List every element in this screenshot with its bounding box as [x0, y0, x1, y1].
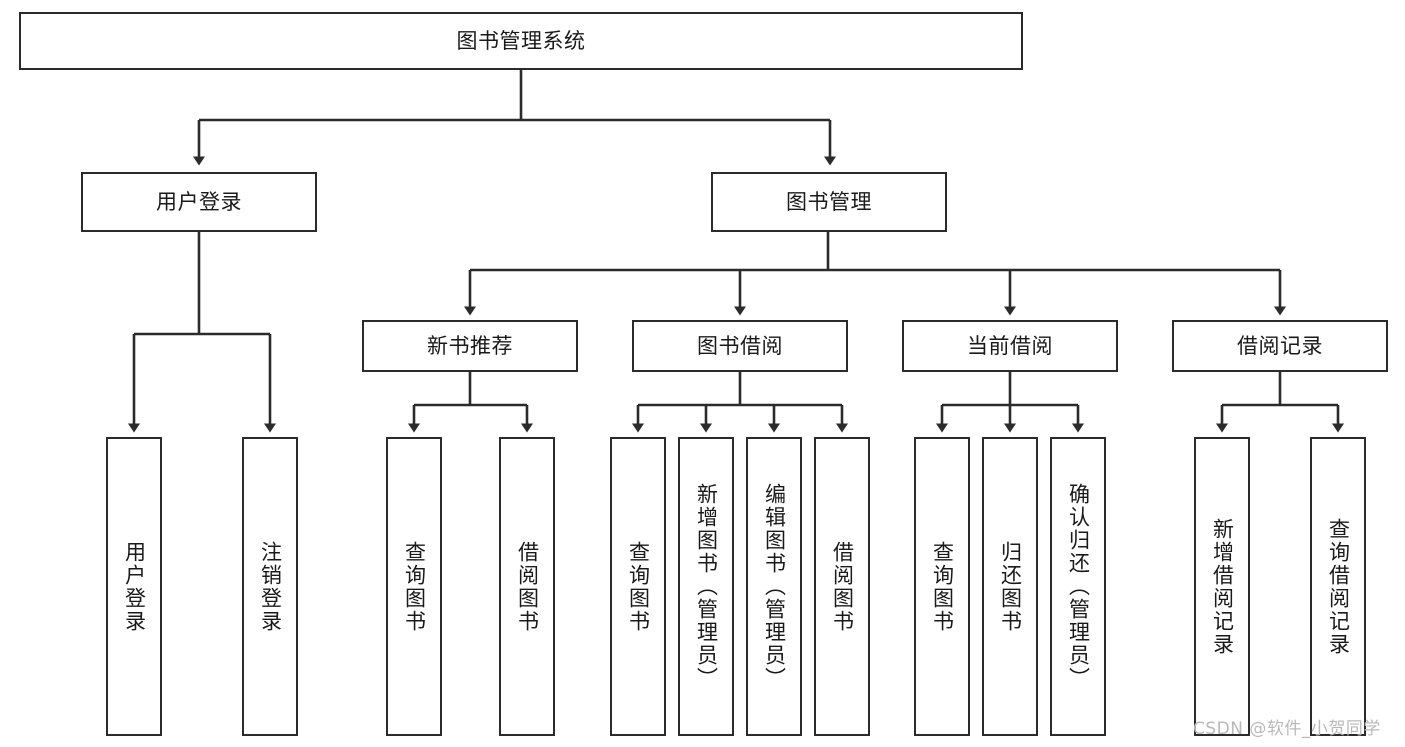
node-label: 编辑图书（管理员） [762, 483, 787, 690]
node-label: 归还图书 [998, 540, 1023, 633]
leaf-current-borrow-query[interactable]: 查询图书 [914, 437, 970, 736]
leaf-current-borrow-confirm-return[interactable]: 确认归还（管理员） [1050, 437, 1106, 736]
node-book-management[interactable]: 图书管理 [711, 172, 947, 232]
leaf-book-borrow-borrow[interactable]: 借阅图书 [814, 437, 870, 736]
node-borrow-record[interactable]: 借阅记录 [1172, 320, 1388, 372]
node-new-book-recommend[interactable]: 新书推荐 [362, 320, 578, 372]
node-label: 注销登录 [258, 540, 283, 633]
leaf-user-login-login[interactable]: 用户登录 [106, 437, 162, 736]
node-label: 图书借阅 [697, 333, 783, 358]
leaf-book-borrow-edit[interactable]: 编辑图书（管理员） [746, 437, 802, 736]
node-label: 图书管理 [786, 189, 872, 214]
node-label: 新书推荐 [427, 333, 513, 358]
node-label: 当前借阅 [967, 333, 1053, 358]
leaf-new-book-query[interactable]: 查询图书 [386, 437, 442, 736]
node-label: 用户登录 [156, 189, 242, 214]
leaf-borrow-record-add[interactable]: 新增借阅记录 [1194, 437, 1250, 736]
node-current-borrow[interactable]: 当前借阅 [902, 320, 1118, 372]
node-label: 图书管理系统 [456, 28, 586, 53]
csdn-watermark: CSDN @软件_小贺同学 [1193, 719, 1381, 739]
leaf-current-borrow-return[interactable]: 归还图书 [982, 437, 1038, 736]
leaf-book-borrow-add[interactable]: 新增图书（管理员） [678, 437, 734, 736]
leaf-book-borrow-query[interactable]: 查询图书 [610, 437, 666, 736]
node-label: 查询借阅记录 [1326, 517, 1351, 656]
node-label: 借阅记录 [1237, 333, 1323, 358]
node-label: 查询图书 [626, 540, 651, 633]
node-label: 确认归还（管理员） [1066, 483, 1091, 690]
leaf-new-book-borrow[interactable]: 借阅图书 [499, 437, 555, 736]
node-label: 借阅图书 [830, 540, 855, 633]
node-root-system[interactable]: 图书管理系统 [19, 12, 1023, 70]
node-label: 查询图书 [930, 540, 955, 633]
node-label: 借阅图书 [515, 540, 540, 633]
leaf-borrow-record-query[interactable]: 查询借阅记录 [1310, 437, 1366, 736]
node-label: 新增借阅记录 [1210, 517, 1235, 656]
node-label: 新增图书（管理员） [694, 483, 719, 690]
node-label: 查询图书 [402, 540, 427, 633]
node-book-borrow[interactable]: 图书借阅 [632, 320, 848, 372]
node-label: 用户登录 [122, 540, 147, 633]
node-user-login[interactable]: 用户登录 [81, 172, 317, 232]
leaf-user-login-logout[interactable]: 注销登录 [242, 437, 298, 736]
